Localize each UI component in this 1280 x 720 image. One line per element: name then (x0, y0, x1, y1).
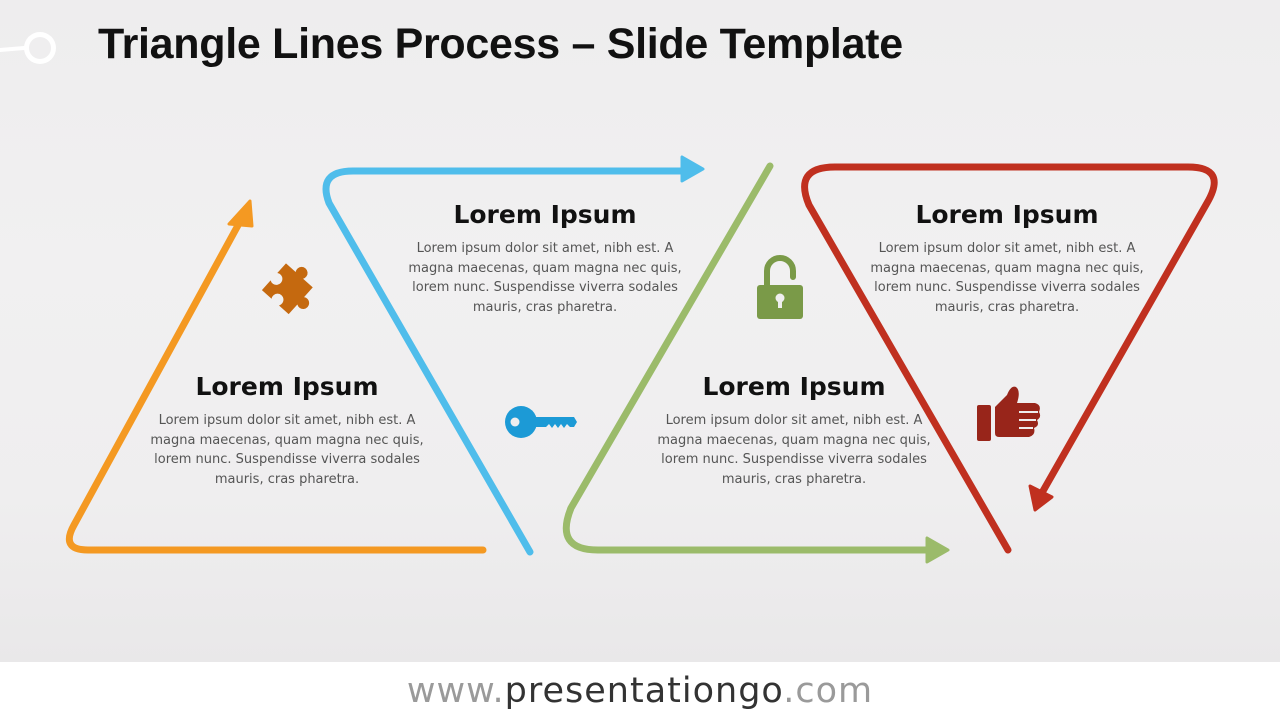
footer-url[interactable]: www.presentationgo.com (0, 662, 1280, 720)
footer-url-prefix: www. (406, 671, 505, 711)
step-4-body: Lorem ipsum dolor sit amet, nibh est. A … (870, 241, 1144, 315)
step-1-text: Lorem Ipsum Lorem ipsum dolor sit amet, … (142, 372, 432, 489)
green-triangle-line (562, 162, 950, 564)
step-1-body: Lorem ipsum dolor sit amet, nibh est. A … (150, 413, 424, 487)
puzzle-icon (261, 263, 313, 315)
red-triangle-line (801, 163, 1218, 554)
unlocked-padlock-icon (757, 255, 803, 319)
step-4-text: Lorem Ipsum Lorem ipsum dolor sit amet, … (862, 200, 1152, 317)
thumbs-up-icon (977, 386, 1041, 441)
step-1-heading: Lorem Ipsum (195, 372, 379, 401)
slide: Triangle Lines Process – Slide Template (0, 0, 1280, 662)
pin-icon (0, 32, 56, 64)
orange-triangle-line (65, 199, 487, 554)
step-4-heading: Lorem Ipsum (915, 200, 1099, 229)
page-title: Triangle Lines Process – Slide Template (98, 20, 903, 68)
step-3-body: Lorem ipsum dolor sit amet, nibh est. A … (657, 413, 931, 487)
step-3-heading: Lorem Ipsum (702, 372, 886, 401)
step-2-text: Lorem Ipsum Lorem ipsum dolor sit amet, … (400, 200, 690, 317)
triangle-lines-diagram (65, 155, 1218, 564)
footer-url-suffix: .com (783, 671, 874, 711)
step-2-body: Lorem ipsum dolor sit amet, nibh est. A … (408, 241, 682, 315)
blue-triangle-line (322, 155, 705, 556)
footer-url-domain: presentationgo (504, 671, 784, 711)
key-icon (505, 406, 577, 438)
step-3-text: Lorem Ipsum Lorem ipsum dolor sit amet, … (649, 372, 939, 489)
step-2-heading: Lorem Ipsum (453, 200, 637, 229)
